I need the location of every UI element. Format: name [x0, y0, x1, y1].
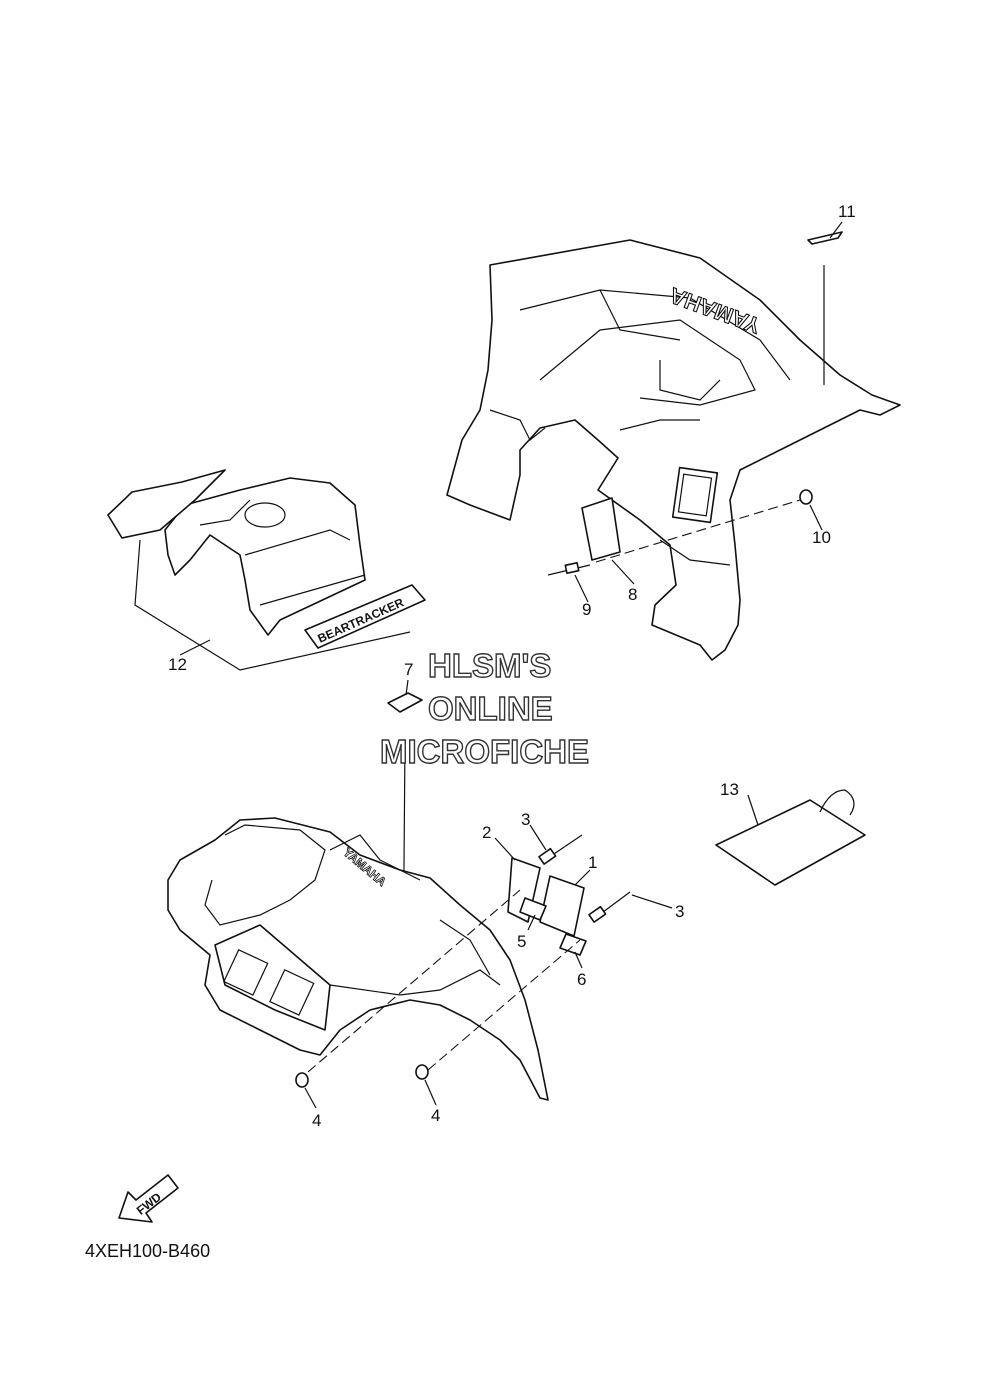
callout-8: 8 [628, 585, 637, 604]
front-fender: YAMAHA [167, 817, 549, 1101]
front-top-cover [164, 477, 366, 636]
watermark: HLSM'S ONLINE MICROFICHE [379, 646, 589, 770]
callout-13: 13 [720, 780, 739, 799]
callout-5: 5 [517, 932, 526, 951]
washer-4b [415, 1064, 429, 1080]
washer-10 [799, 489, 813, 505]
callout-4a: 4 [312, 1111, 321, 1130]
front-assembly-line-a [307, 889, 521, 1073]
callout-2: 2 [482, 823, 491, 842]
label-plate-2 [507, 857, 541, 923]
rivet-9 [547, 562, 591, 576]
decal-12-bracket [134, 539, 411, 671]
front-assembly-line-b [427, 939, 581, 1071]
decal-7 [387, 692, 423, 713]
watermark-line-3: MICROFICHE [380, 733, 589, 770]
callout-3a: 3 [521, 810, 530, 829]
callout-3b: 3 [675, 902, 684, 921]
callout-12: 12 [168, 655, 187, 674]
decal-6 [559, 933, 587, 956]
callout-9: 9 [582, 600, 591, 619]
callout-6: 6 [577, 970, 586, 989]
rivet-3b [588, 891, 631, 923]
decal-12-sheet [107, 469, 226, 539]
washer-4a [295, 1072, 309, 1088]
callout-leaders [179, 221, 843, 1109]
decal-5 [519, 897, 547, 921]
decal-11 [807, 231, 843, 245]
rear-label-plate [581, 497, 621, 561]
watermark-line-2: ONLINE [428, 690, 553, 727]
rear-fender: YAMAHA [446, 239, 901, 661]
tag-13 [715, 789, 866, 886]
callout-4b: 4 [431, 1106, 440, 1125]
watermark-line-1: HLSM'S [428, 647, 551, 684]
rear-assembly-line [595, 499, 801, 563]
callout-7: 7 [404, 660, 413, 679]
callout-numbers: 11 10 8 9 12 7 13 3 2 1 3 5 6 4 4 [168, 202, 856, 1130]
fwd-arrow: FWD [118, 1174, 179, 1223]
callout-11: 11 [838, 202, 856, 221]
callout-10: 10 [812, 528, 831, 547]
callout-1: 1 [588, 853, 597, 872]
diagram-code: 4XEH100-B460 [85, 1241, 211, 1261]
rivet-3a [538, 834, 583, 865]
